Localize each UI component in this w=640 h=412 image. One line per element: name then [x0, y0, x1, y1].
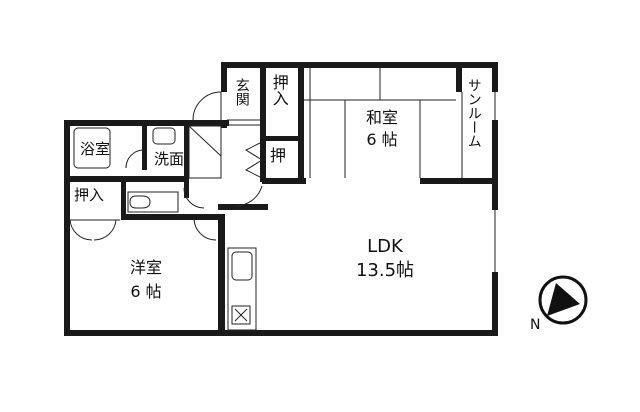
room-label-oshi: 押 — [270, 146, 287, 165]
room-label-ldk: LDK — [367, 236, 403, 257]
room-size-washitsu: 6 帖 — [366, 130, 398, 149]
room-label-washroom: 洗面 — [154, 150, 185, 168]
fixtures — [69, 68, 496, 331]
north-arrow-icon — [538, 275, 588, 325]
room-size-ldk: 13.5帖 — [355, 260, 415, 281]
room-size-western: 6 帖 — [130, 282, 162, 301]
compass-label-north: N — [530, 317, 541, 333]
room-label-western: 洋室 — [129, 258, 162, 277]
room-label-bathroom: 浴室 — [80, 140, 111, 158]
room-label-sunroom: サンルーム — [465, 78, 482, 148]
room-label-genkan: 玄関 — [233, 78, 250, 106]
walls — [64, 62, 498, 336]
room-label-oshiire-upper: 押入 — [269, 74, 289, 106]
room-label-oshiire-lower: 押入 — [74, 186, 105, 204]
room-label-washitsu: 和室 — [365, 108, 398, 127]
